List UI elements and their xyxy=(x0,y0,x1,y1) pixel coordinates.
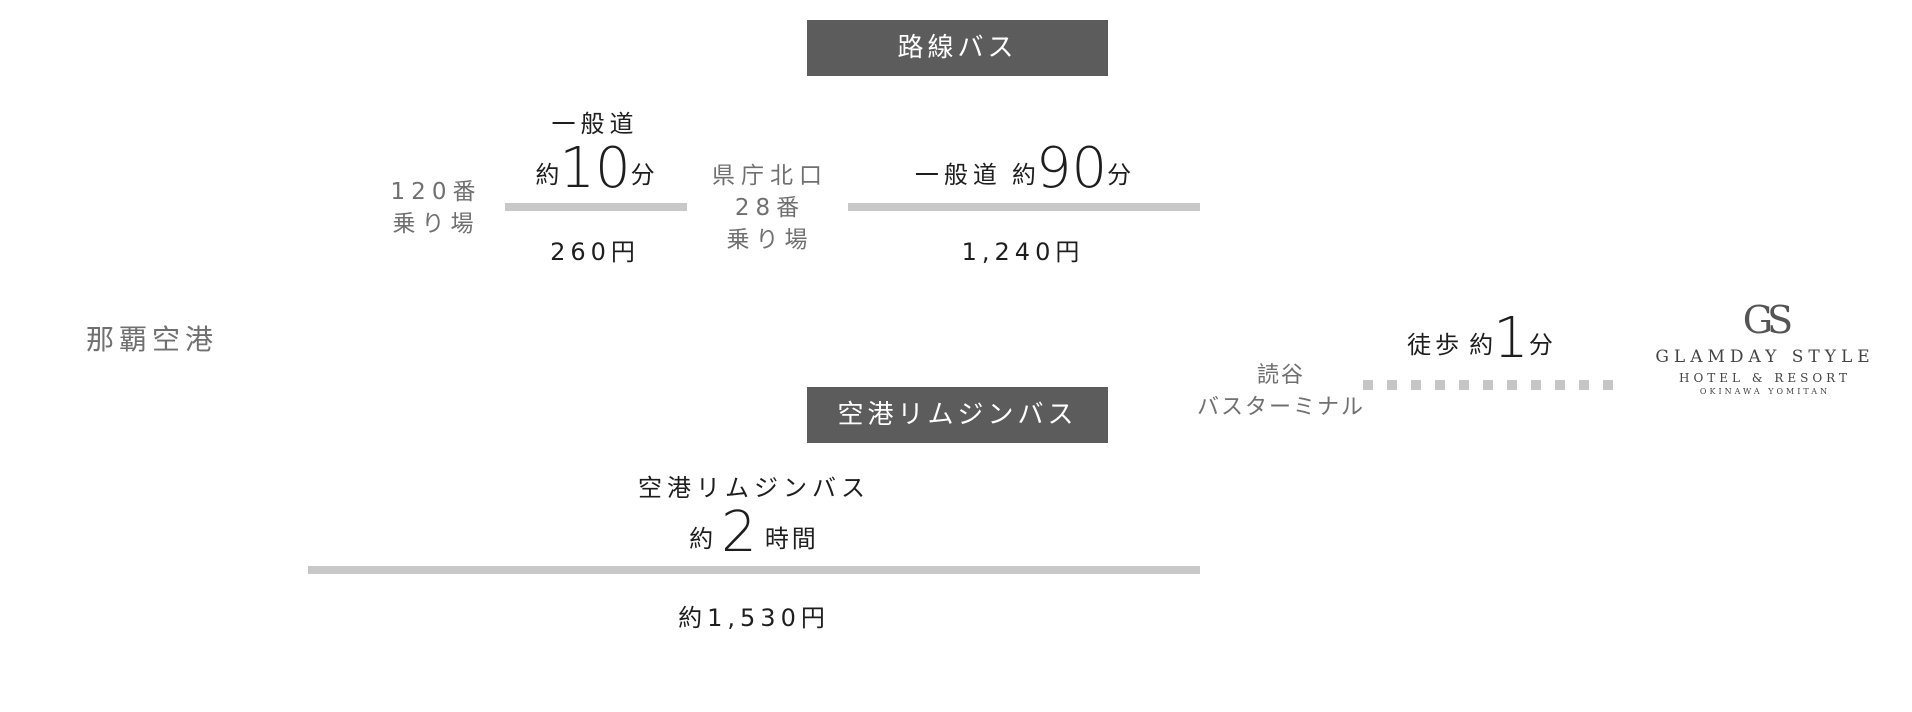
limousine-name: 空港リムジンバス xyxy=(638,474,870,502)
leg2-fare: 1,240円 xyxy=(961,238,1085,266)
leg2-duration: 一般道約90分 xyxy=(848,136,1198,201)
limousine-prefix: 約 xyxy=(689,525,714,553)
leg2-road: 一般道 xyxy=(914,161,1002,189)
stop-kencho-number: 28番 xyxy=(734,195,806,221)
stop-120-number: 120番 xyxy=(390,179,482,205)
leg2-prefix: 約 xyxy=(1011,161,1036,189)
stop-120-platform: 乗り場 xyxy=(392,211,480,237)
logo-line3: OKINAWA YOMITAN xyxy=(1699,387,1831,396)
walk-dot xyxy=(1435,380,1445,390)
walk-dot xyxy=(1531,380,1541,390)
walk-dot xyxy=(1603,380,1613,390)
leg2-minutes: 90 xyxy=(1035,136,1108,201)
limousine-bus-tag: 空港リムジンバス xyxy=(807,387,1108,443)
logo-name: GLAMDAY STYLE xyxy=(1655,347,1875,367)
walk-dot xyxy=(1387,380,1397,390)
logo-mark: GS xyxy=(1742,298,1793,342)
leg1-unit: 分 xyxy=(630,161,655,189)
stop-kencho-name: 県庁北口 xyxy=(712,163,828,189)
leg1-road: 一般道 xyxy=(551,110,639,138)
walk-dot xyxy=(1483,380,1493,390)
walk-unit: 分 xyxy=(1528,331,1553,359)
logo-line2: HOTEL & RESORT xyxy=(1678,371,1852,385)
terminal-label: 読谷 バスターミナル xyxy=(1196,360,1366,424)
stop-kencho-platform: 乗り場 xyxy=(726,227,814,253)
route-bus-tag: 路線バス xyxy=(807,20,1108,76)
leg1-minutes: 10 xyxy=(559,136,631,201)
walk-dot xyxy=(1363,380,1373,390)
limousine-line xyxy=(308,566,1200,574)
leg1-line xyxy=(505,203,687,211)
leg1-fare: 260円 xyxy=(550,238,640,266)
walk-minutes: 1 xyxy=(1493,306,1529,371)
limousine-hours: 2 xyxy=(721,500,757,565)
walk-duration: 徒歩約1分 xyxy=(1370,306,1590,371)
terminal-type: バスターミナル xyxy=(1196,395,1365,420)
walk-dot xyxy=(1507,380,1517,390)
leg1-duration: 約10分 xyxy=(505,136,685,201)
walk-dot xyxy=(1459,380,1469,390)
origin-label: 那覇空港 xyxy=(86,323,219,356)
terminal-name: 読谷 xyxy=(1256,363,1305,388)
walk-dot xyxy=(1555,380,1565,390)
limousine-unit: 時間 xyxy=(764,525,819,553)
walk-prefix: 約 xyxy=(1469,331,1494,359)
walk-dot xyxy=(1411,380,1421,390)
leg1-prefix: 約 xyxy=(535,161,560,189)
stop-120: 120番 乗り場 xyxy=(376,176,496,240)
leg2-line xyxy=(848,203,1200,211)
limousine-fare: 約1,530円 xyxy=(678,604,830,632)
walk-dot xyxy=(1579,380,1589,390)
walk-label: 徒歩 xyxy=(1407,331,1464,359)
leg2-unit: 分 xyxy=(1107,161,1132,189)
stop-kencho: 県庁北口 28番 乗り場 xyxy=(700,160,840,256)
hotel-logo: GS GLAMDAY STYLE HOTEL & RESORT OKINAWA … xyxy=(1640,300,1890,410)
